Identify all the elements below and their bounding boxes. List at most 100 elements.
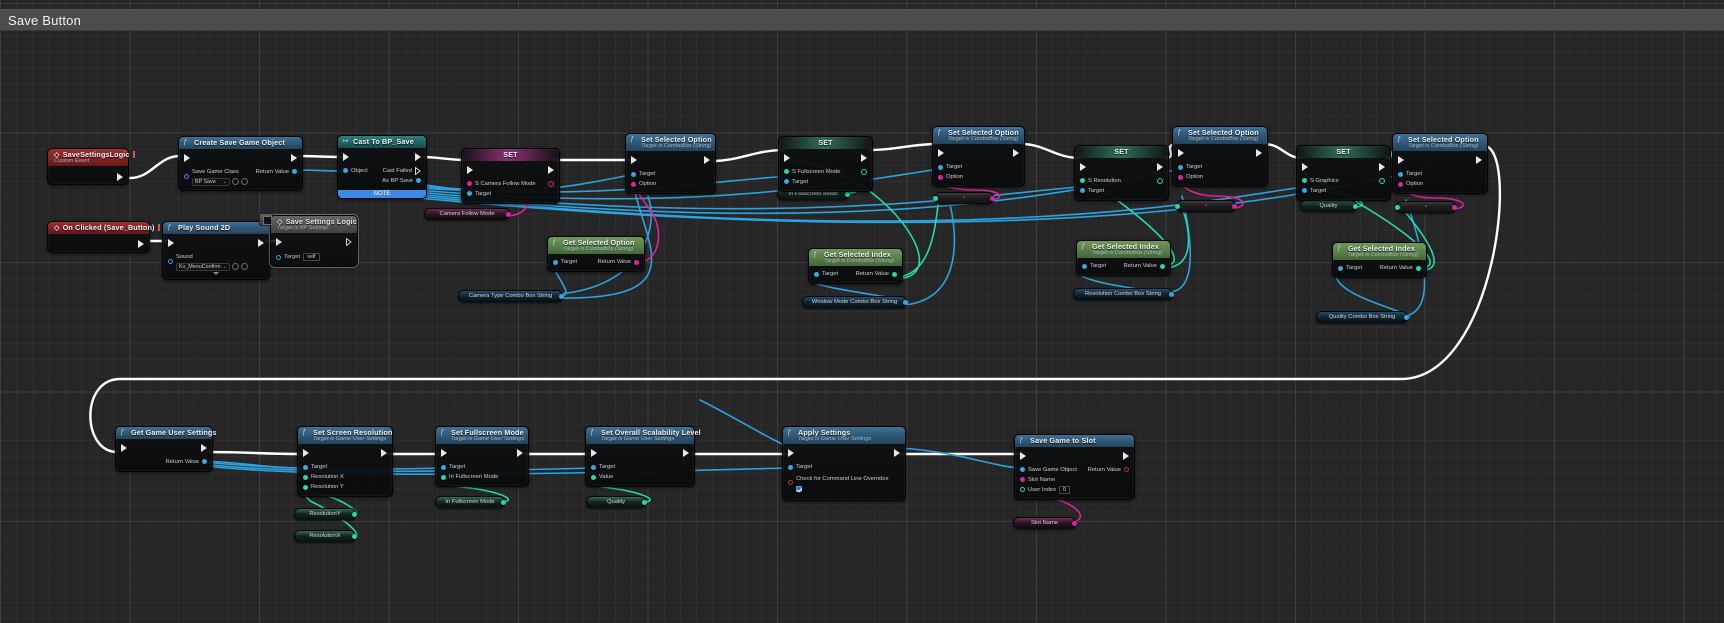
node-set-selected-option-4[interactable]: ƒ Set Selected Option Target is ComboBox… bbox=[1392, 133, 1488, 195]
exec-input-pin[interactable] bbox=[591, 449, 597, 458]
exec-output-pin[interactable] bbox=[861, 153, 867, 162]
var-output-pin[interactable] bbox=[559, 293, 564, 299]
exec-input-pin[interactable] bbox=[168, 238, 174, 247]
conv-input-pin[interactable] bbox=[933, 195, 938, 201]
exec-output-pin[interactable] bbox=[1013, 149, 1019, 158]
node-get-selected-index-1[interactable]: ƒ Get Selected Index Target is ComboBox … bbox=[808, 248, 903, 285]
conv-output-pin[interactable] bbox=[1232, 203, 1237, 209]
exec-input-pin[interactable] bbox=[184, 153, 190, 162]
save-game-object-pin[interactable] bbox=[1020, 467, 1025, 473]
return-value-pin[interactable] bbox=[1160, 263, 1165, 269]
exec-output-pin[interactable] bbox=[1256, 149, 1262, 158]
exec-input-pin[interactable] bbox=[631, 156, 637, 165]
expand-node-icon[interactable] bbox=[213, 271, 219, 275]
exec-input-pin[interactable] bbox=[784, 153, 790, 162]
node-get-game-user-settings[interactable]: ƒ Get Game User Settings Return Value bbox=[115, 426, 216, 472]
s-camera-follow-mode-pin[interactable] bbox=[467, 181, 472, 187]
target-pin[interactable] bbox=[784, 179, 789, 185]
conv-input-pin[interactable] bbox=[1175, 203, 1180, 209]
node-set-fullscreen-mode[interactable]: ƒ Set Fullscreen Mode Target is Game Use… bbox=[435, 426, 529, 488]
node-save-settings-logic-call[interactable]: ◇ Save Settings Logic Target is BP Setti… bbox=[259, 213, 358, 268]
option-pin[interactable] bbox=[631, 181, 636, 187]
target-pin[interactable] bbox=[788, 464, 793, 470]
return-value-pin[interactable] bbox=[1416, 265, 1421, 271]
target-pin[interactable] bbox=[938, 164, 943, 170]
node-save-settings-logic-event[interactable]: ◇ SaveSettingsLogic Custom Event bbox=[47, 148, 135, 186]
node-set-selected-option-2[interactable]: ƒ Set Selected Option Target is ComboBox… bbox=[932, 126, 1025, 188]
target-pin[interactable] bbox=[1080, 188, 1085, 194]
exec-input-pin[interactable] bbox=[1080, 162, 1086, 171]
var-output-pin[interactable] bbox=[1353, 203, 1358, 209]
target-pin[interactable] bbox=[553, 259, 558, 265]
node-play-sound-2d[interactable]: ƒ Play Sound 2D Sound Kv_MenuConfirm⌄ bbox=[162, 221, 270, 280]
target-pin[interactable] bbox=[591, 464, 596, 470]
exec-output-pin[interactable] bbox=[258, 238, 264, 247]
return-value-pin[interactable] bbox=[634, 259, 639, 265]
exec-input-pin[interactable] bbox=[1398, 156, 1404, 165]
target-pin[interactable] bbox=[276, 254, 281, 260]
node-set-s-graphics[interactable]: SET S Graphics Target bbox=[1296, 145, 1391, 201]
conversion-node-1[interactable]: • bbox=[933, 192, 995, 204]
resolution-y-pin[interactable] bbox=[303, 484, 308, 490]
user-index-pin[interactable] bbox=[1020, 487, 1025, 493]
var-getter-quality-combo-box-string[interactable]: Quality Combo Box String bbox=[1316, 311, 1409, 323]
target-pin[interactable] bbox=[303, 464, 308, 470]
s-resolution-pin[interactable] bbox=[1080, 178, 1085, 184]
exec-input-pin[interactable] bbox=[1302, 162, 1308, 171]
target-pin[interactable] bbox=[1398, 171, 1403, 177]
target-pin[interactable] bbox=[467, 191, 472, 197]
target-pin[interactable] bbox=[1178, 164, 1183, 170]
sound-asset-select[interactable]: Kv_MenuConfirm⌄ bbox=[176, 262, 230, 271]
s-graphics-pin[interactable] bbox=[1302, 178, 1307, 184]
as-bp-save-pin[interactable] bbox=[416, 178, 421, 184]
node-set-screen-resolution[interactable]: ƒ Set Screen Resolution Target is Game U… bbox=[297, 426, 393, 498]
option-pin[interactable] bbox=[938, 174, 943, 180]
target-pin[interactable] bbox=[814, 271, 819, 277]
conv-input-pin[interactable] bbox=[1395, 204, 1400, 210]
exec-output-pin[interactable] bbox=[201, 443, 207, 452]
node-get-selected-option-1[interactable]: ƒ Get Selected Option Target is ComboBox… bbox=[547, 236, 645, 273]
slot-name-pin[interactable] bbox=[1020, 477, 1025, 483]
exec-output-pin[interactable] bbox=[138, 240, 144, 249]
var-getter-slot-name[interactable]: Slot Name bbox=[1013, 517, 1077, 529]
exec-output-pin[interactable] bbox=[291, 153, 297, 162]
exec-input-pin[interactable] bbox=[1178, 149, 1184, 158]
var-output-pin[interactable] bbox=[352, 511, 357, 517]
browse-icon[interactable] bbox=[232, 178, 239, 186]
search-icon[interactable] bbox=[241, 178, 248, 186]
exec-output-pin[interactable] bbox=[517, 449, 523, 458]
exec-input-pin[interactable] bbox=[441, 449, 447, 458]
search-icon[interactable] bbox=[240, 263, 248, 271]
target-pin[interactable] bbox=[1082, 263, 1087, 269]
node-save-game-to-slot[interactable]: ƒ Save Game to Slot Save Game Object Ret… bbox=[1014, 434, 1135, 500]
var-output-pin[interactable] bbox=[1404, 314, 1409, 320]
target-pin[interactable] bbox=[441, 464, 446, 470]
option-pin[interactable] bbox=[1178, 174, 1183, 180]
conv-output-pin[interactable] bbox=[990, 195, 995, 201]
browse-icon[interactable] bbox=[231, 263, 239, 271]
var-getter-resolution-y[interactable]: ResolutionY bbox=[294, 508, 357, 520]
node-get-selected-index-3[interactable]: ƒ Get Selected Index Target is ComboBox … bbox=[1332, 242, 1427, 279]
save-game-class-select[interactable]: BP Save⌄ bbox=[192, 177, 230, 186]
in-fullscreen-mode-pin[interactable] bbox=[441, 474, 446, 480]
exec-output-pin[interactable] bbox=[415, 152, 421, 161]
class-pin[interactable] bbox=[184, 173, 189, 179]
var-output-pin[interactable] bbox=[1169, 291, 1174, 297]
var-output-pin[interactable] bbox=[501, 499, 506, 505]
node-set-selected-option-3[interactable]: ƒ Set Selected Option Target is ComboBox… bbox=[1172, 126, 1268, 188]
output-value-pin[interactable] bbox=[548, 180, 554, 187]
value-pin[interactable] bbox=[591, 474, 596, 480]
node-get-selected-index-2[interactable]: ƒ Get Selected Index Target is ComboBox … bbox=[1076, 240, 1171, 277]
exec-output-pin[interactable] bbox=[346, 238, 352, 247]
target-self-value[interactable]: self bbox=[303, 253, 320, 262]
node-set-selected-option-1[interactable]: ƒ Set Selected Option Target is ComboBox… bbox=[625, 133, 716, 195]
var-getter-in-fullscreen-mode-bottom[interactable]: In Fullscreen Mode bbox=[435, 496, 506, 508]
object-pin[interactable] bbox=[343, 168, 348, 174]
var-getter-camera-follow-mode[interactable]: Camera Follow Mode bbox=[424, 208, 511, 220]
target-pin[interactable] bbox=[631, 171, 636, 177]
exec-output-pin[interactable] bbox=[381, 449, 387, 458]
var-output-pin[interactable] bbox=[845, 191, 850, 197]
exec-output-pin[interactable] bbox=[1157, 162, 1163, 171]
exec-input-pin[interactable] bbox=[276, 238, 282, 247]
